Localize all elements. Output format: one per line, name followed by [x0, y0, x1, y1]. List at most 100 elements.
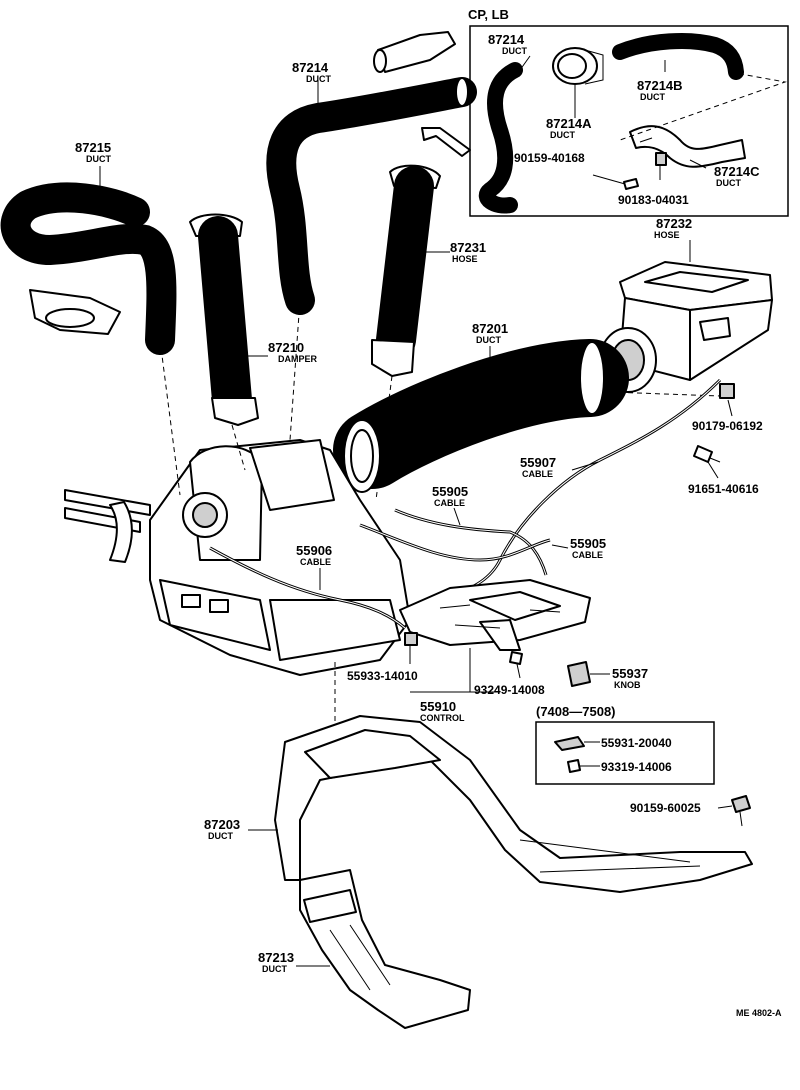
callout-87215: 87215: [75, 140, 111, 155]
inset-cp-lb: CP, LB: [468, 7, 789, 217]
heater-unit-drawing: [64, 439, 411, 676]
duct-87214A-drawing: [552, 47, 604, 85]
leader-87214-inset: [519, 55, 531, 71]
bolt-91651-40616-drawing: [693, 445, 721, 463]
nut-90179-06192-drawing: [719, 383, 735, 399]
callout-90159-40168: 90159-40168: [514, 151, 585, 165]
callout-87203: 87203: [204, 817, 240, 832]
callout-87231-desc: HOSE: [452, 254, 478, 264]
inset-7408-7508-title: (7408—7508): [536, 704, 616, 719]
nut-90183-04031-drawing: [655, 152, 667, 166]
inset-assembly-line: [619, 71, 787, 141]
inset-7408-7508: (7408—7508) 55931-20040 93319-14006: [535, 704, 715, 785]
leader-55907: [571, 461, 599, 471]
callout-55937-desc: KNOB: [614, 680, 641, 690]
callout-87231: 87231: [450, 240, 486, 255]
duct-87201-drawing: [333, 339, 629, 493]
callout-91651-40616: 91651-40616: [688, 482, 759, 496]
cable-55907-drawing: [449, 378, 722, 597]
callout-90179-06192: 90179-06192: [692, 419, 763, 433]
leader-93249-14008: [516, 663, 521, 679]
leader-55910: [410, 648, 500, 693]
screw-90159-40168-drawing: [623, 178, 639, 190]
callout-87210-desc: HOSE: [654, 230, 680, 240]
callout-87210: 87232: [656, 216, 692, 231]
callout-93319-14006: 93319-14006: [601, 760, 672, 774]
callout-87214A-desc: DUCT: [550, 130, 575, 140]
leader-55905-b: [551, 544, 569, 549]
direction-arrow: [421, 127, 471, 157]
callout-87201-desc: DUCT: [476, 335, 501, 345]
clip-55933-14010-drawing: [404, 632, 418, 646]
callout-87232: 87210: [268, 340, 304, 355]
callout-87213-desc: DUCT: [262, 964, 287, 974]
callout-55906-desc: CABLE: [300, 557, 331, 567]
leader-90179-06192: [727, 399, 733, 417]
callout-55905-a-desc: CABLE: [434, 498, 465, 508]
screw-93319-14006-drawing: [567, 759, 581, 773]
callout-55906: 55906: [296, 543, 332, 558]
cable-55906-drawing: [209, 546, 406, 630]
callout-55933-14010: 55933-14010: [347, 669, 418, 683]
callout-55910-desc: CONTROL: [420, 713, 465, 723]
figure-code: ME 4802-A: [736, 1008, 782, 1018]
hose-87232-drawing: [189, 213, 259, 426]
callout-55907: 55907: [520, 455, 556, 470]
duct-87215-drawing: [0, 182, 177, 355]
callout-87214C: 87214C: [714, 164, 760, 179]
callout-87214B-desc: DUCT: [640, 92, 665, 102]
leader-90159-40168: [592, 174, 626, 185]
leader-87214C: [689, 159, 707, 169]
duct-87214B-drawing: [612, 32, 744, 80]
callout-87214C-desc: DUCT: [716, 178, 741, 188]
duct-87214-inset-drawing: [478, 62, 523, 214]
clip-55931-20040-drawing: [554, 736, 585, 751]
leader-55905-a: [453, 507, 461, 526]
inset-cp-lb-frame: [469, 25, 789, 217]
screw-93249-14008-drawing: [509, 651, 523, 665]
callout-55907-desc: CABLE: [522, 469, 553, 479]
callout-55937: 55937: [612, 666, 648, 681]
callout-55905-b: 55905: [570, 536, 606, 551]
callout-87214-inset-desc: DUCT: [502, 46, 527, 56]
callout-87214-inset: 87214: [488, 32, 525, 47]
callout-90159-60025: 90159-60025: [630, 801, 701, 815]
callout-87214A: 87214A: [546, 116, 592, 131]
callout-55931-20040: 55931-20040: [601, 736, 672, 750]
cable-55905-a-drawing: [394, 508, 548, 576]
callout-55905-a: 55905: [432, 484, 468, 499]
callout-90183-04031: 90183-04031: [618, 193, 689, 207]
callout-87213: 87213: [258, 950, 294, 965]
callout-87214: 87214: [292, 60, 329, 75]
assembly-line-87232: [231, 424, 246, 471]
callout-87214B: 87214B: [637, 78, 683, 93]
control-55910-drawing: [399, 579, 591, 651]
outlet-piece-left-drawing: [29, 289, 121, 335]
leader-90159-60025: [717, 805, 733, 809]
callout-87215-desc: DUCT: [86, 154, 111, 164]
leader-91651-40616: [707, 461, 719, 479]
callout-93249-14008: 93249-14008: [474, 683, 545, 697]
assembly-line-87215: [159, 339, 181, 496]
knob-55937-drawing: [567, 661, 591, 687]
screw-90159-60025-drawing: [731, 795, 751, 827]
callout-87232-desc: DAMPER: [278, 354, 318, 364]
damper-87210-drawing: [599, 261, 773, 393]
callout-87203-desc: DUCT: [208, 831, 233, 841]
callout-55910: 55910: [420, 699, 456, 714]
callout-55905-b-desc: CABLE: [572, 550, 603, 560]
assembly-line-87214: [289, 299, 301, 441]
nozzle-top-drawing: [373, 31, 456, 73]
inset-cp-lb-title: CP, LB: [468, 7, 509, 22]
duct-87214C-drawing: [629, 125, 746, 168]
assembly-line-87231: [375, 375, 393, 501]
callout-87214-desc: DUCT: [306, 74, 331, 84]
cable-55905-b-drawing: [359, 523, 551, 562]
duct-87214-drawing: [266, 77, 477, 315]
duct-87213-drawing: [299, 869, 471, 1029]
callout-87201: 87201: [472, 321, 508, 336]
inset-7408-7508-frame: [535, 721, 715, 785]
duct-87203-drawing: [274, 715, 753, 893]
hose-87231-drawing: [371, 164, 441, 377]
